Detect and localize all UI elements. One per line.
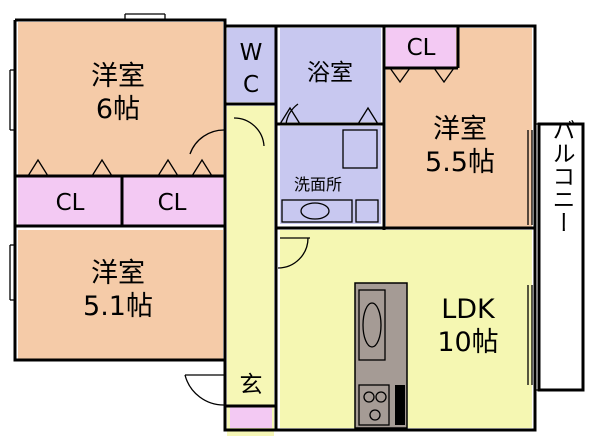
balcony-outline	[535, 122, 585, 392]
kitchen	[354, 282, 408, 429]
room-wc	[227, 28, 276, 102]
closet-right-fill	[386, 28, 456, 68]
room-western-51	[18, 230, 223, 360]
closet-middle	[122, 176, 223, 225]
room-bath	[280, 28, 381, 122]
room-label-western-6: 洋室	[91, 61, 145, 92]
room-label-balcony: バルコニー	[548, 119, 575, 234]
room-size-western-55: 5.5帖	[425, 147, 495, 178]
room-western-6	[18, 22, 223, 176]
wc-label-w: W	[240, 40, 263, 66]
closet-label-middle: CL	[158, 190, 187, 216]
entrance-step	[230, 406, 272, 428]
room-label-washroom: 洗面所	[294, 175, 342, 194]
entrance	[227, 364, 274, 406]
room-size-western-51: 5.1帖	[83, 291, 153, 322]
room-label-western-55: 洋室	[433, 114, 487, 145]
closet-label-right: CL	[407, 35, 436, 61]
closet-left	[18, 176, 122, 225]
windows	[9, 13, 166, 301]
room-label-ldk: LDK	[441, 294, 496, 325]
walls	[13, 18, 537, 432]
closet-label-left: CL	[56, 190, 85, 216]
closet-door-marks	[27, 67, 455, 177]
room-size-western-6: 6帖	[96, 94, 140, 125]
balcony-doors	[527, 130, 533, 385]
room-label-western-51: 洋室	[91, 258, 145, 289]
wc-label-c: C	[243, 72, 259, 98]
room-label-entrance: 玄	[240, 372, 263, 398]
door-swings	[184, 103, 310, 406]
washroom-fixtures	[281, 129, 379, 223]
balcony	[539, 125, 583, 390]
room-label-bath: 浴室	[307, 60, 353, 86]
room-washroom	[280, 126, 381, 224]
room-size-ldk: 10帖	[437, 327, 498, 358]
